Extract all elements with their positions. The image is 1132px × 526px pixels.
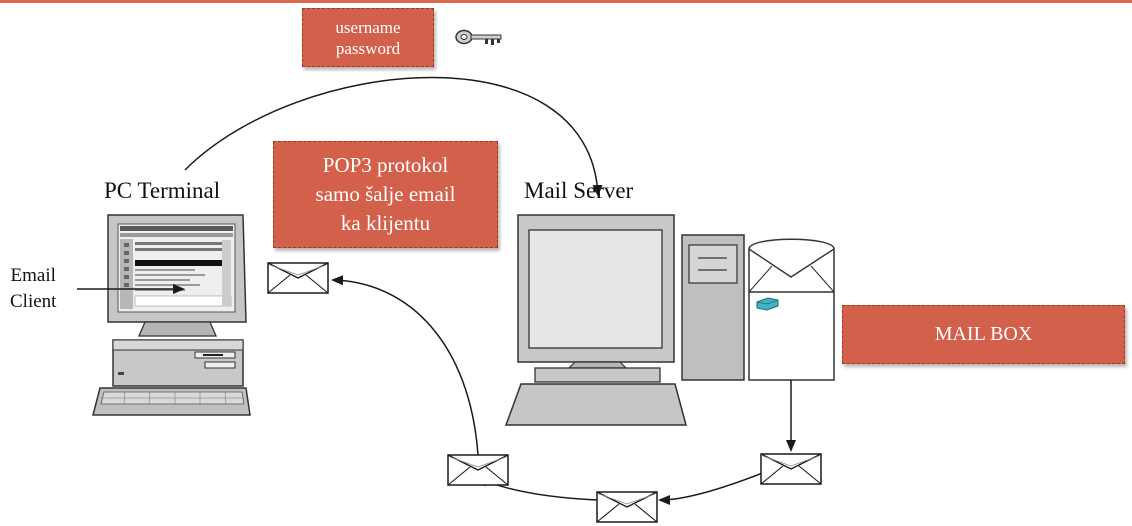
key-icon (455, 29, 502, 45)
envelope-icon (267, 262, 329, 294)
pop3-callout: POP3 protokol samo šalje email ka klijen… (273, 141, 498, 248)
mailbox-cabinet (748, 238, 835, 381)
mail-server-label: Mail Server (524, 178, 634, 203)
email-client-label-line-2: Client (10, 291, 57, 312)
credentials-callout: username password (302, 8, 434, 67)
credentials-username-text: username (335, 17, 401, 37)
pc-terminal-computer-icon (92, 214, 251, 416)
top-accent-bar (0, 0, 1132, 3)
envelope-icon (596, 491, 658, 523)
mailbox-callout: MAIL BOX (842, 305, 1125, 364)
mailbox-callout-text: MAIL BOX (934, 323, 1033, 345)
pop3-line-2: samo šalje email (315, 182, 456, 206)
credentials-arc (184, 76, 603, 197)
envelope-icon (447, 454, 509, 486)
email-client-label: Email Client (10, 263, 56, 315)
credentials-password-text: password (335, 38, 401, 58)
pc-terminal-label: PC Terminal (104, 178, 221, 203)
envelope-icon (760, 453, 822, 485)
delivery-arc-right (658, 469, 771, 505)
mail-server-computer-icon (504, 214, 745, 426)
pop3-line-1: POP3 protokol (322, 153, 449, 177)
delivery-arc-up (331, 275, 479, 456)
pop3-line-3: ka klijentu (340, 211, 431, 235)
email-client-label-line-1: Email (10, 265, 56, 286)
